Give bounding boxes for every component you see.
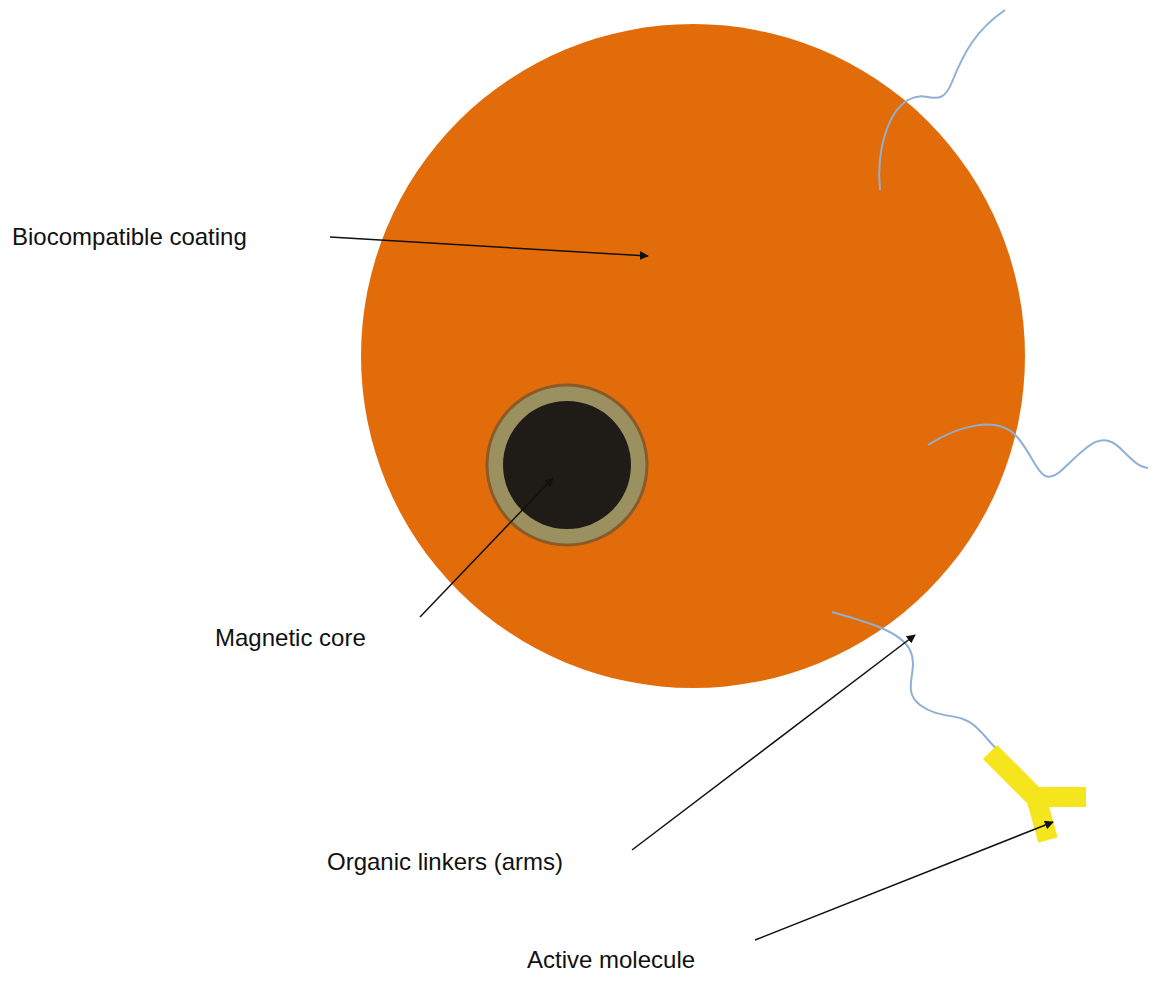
part-label: Biocompatible coating	[12, 223, 247, 252]
antibody-molecule	[990, 752, 1086, 840]
leader-lines	[330, 237, 1053, 940]
linker-group	[832, 10, 1148, 752]
part-label: Active molecule	[527, 946, 695, 975]
leader-arrow	[632, 635, 915, 850]
part-label: Magnetic core	[215, 624, 366, 653]
coating-sphere	[361, 24, 1025, 688]
leader-arrow	[755, 822, 1053, 940]
part-label: Organic linkers (arms)	[327, 848, 563, 877]
leader-arrow	[330, 237, 648, 256]
organic-linker	[879, 10, 1005, 190]
leader-arrow	[420, 478, 553, 617]
organic-linker	[832, 612, 1000, 752]
organic-linker	[928, 425, 1148, 477]
